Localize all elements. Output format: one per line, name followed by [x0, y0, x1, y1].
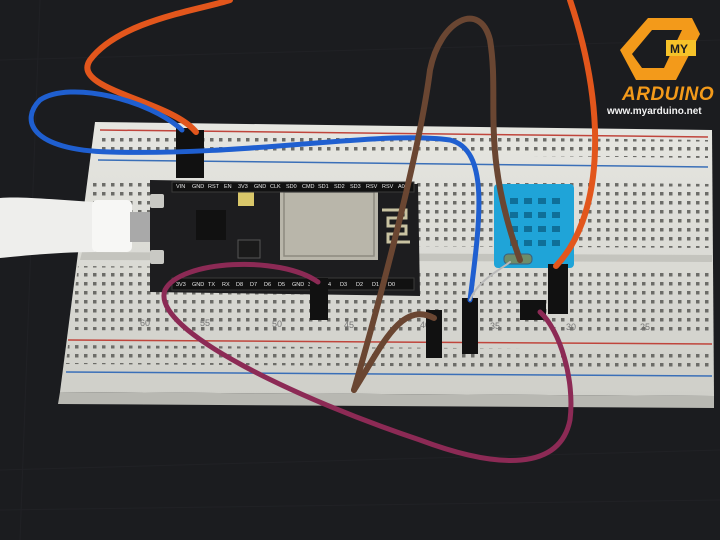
- pin-label: GND: [292, 282, 304, 288]
- flash-button: [150, 194, 164, 208]
- pin-label: RX: [222, 282, 230, 288]
- pin-label: TX: [208, 282, 215, 288]
- pin-label: A0: [398, 184, 405, 190]
- logo-badge-text: MY: [670, 42, 688, 56]
- col-num: 45: [344, 320, 354, 330]
- pin-label: GND: [254, 184, 266, 190]
- pin-label: SD1: [318, 184, 329, 190]
- pin-label: CMD: [302, 184, 315, 190]
- jumper-headers: [176, 128, 568, 358]
- pin-label: SD3: [350, 184, 361, 190]
- pin-label: RSV: [366, 184, 378, 190]
- wire-brown: [351, 15, 523, 393]
- pin-label: D0: [388, 282, 395, 288]
- logo-url: www.myarduino.net: [607, 106, 702, 117]
- led: [238, 192, 254, 206]
- jumper-head-blue-2: [462, 298, 478, 354]
- pin-label: 3V3: [176, 282, 186, 288]
- esp-shield: [280, 188, 378, 260]
- usb-plug: [92, 200, 132, 252]
- col-num: 40: [420, 320, 430, 330]
- logo-badge: [666, 40, 696, 56]
- col-num: 55: [200, 318, 210, 328]
- pin-label: 3V3: [238, 184, 248, 190]
- col-num: 25: [640, 322, 650, 332]
- top-pin-labels: VIN GND RST EN 3V3 GND CLK SD0 CMD SD1 S…: [176, 184, 405, 190]
- jumper-head-orange: [190, 130, 204, 178]
- wire-blue: [28, 89, 482, 303]
- pin-label: CLK: [270, 184, 281, 190]
- pin-label: SD0: [286, 184, 297, 190]
- top-power-rail-holes: [98, 133, 708, 158]
- jumper-head-magenta-2: [310, 278, 328, 320]
- pin-label: D8: [236, 282, 243, 288]
- myarduino-logo: MY: [620, 18, 700, 80]
- usb-cable-body: [0, 197, 95, 258]
- pin-label: SD2: [334, 184, 345, 190]
- breadboard-edge: [58, 392, 714, 408]
- logo-inner: [632, 30, 682, 68]
- pin-label: D7: [250, 282, 257, 288]
- jumper-head-magenta: [520, 300, 546, 320]
- wire-magenta: [161, 261, 574, 463]
- col-num: 35: [490, 321, 500, 331]
- wires: [28, 0, 599, 463]
- bottom-blue-line: [65, 371, 713, 377]
- wire-orange-2: [553, 0, 599, 269]
- reset-button: [150, 250, 164, 264]
- column-numbers: 60 55 50 45 40 35 30 25: [140, 318, 650, 332]
- nodemcu-board: VIN GND RST EN 3V3 GND CLK SD0 CMD SD1 S…: [150, 180, 420, 296]
- pin-label: RST: [208, 184, 220, 190]
- pin-label: RSV: [382, 184, 394, 190]
- top-header: [171, 181, 415, 193]
- pin-label: GND: [192, 184, 204, 190]
- bottom-red-line: [67, 339, 713, 345]
- pin-label: D5: [278, 282, 285, 288]
- col-num: 50: [272, 319, 282, 329]
- bottom-power-rail-holes: [66, 345, 712, 368]
- col-num: 60: [140, 318, 150, 328]
- pin-label: D1: [372, 282, 379, 288]
- pin-label: GND: [192, 282, 204, 288]
- pin-label: D6: [264, 282, 271, 288]
- pin-label: EN: [224, 184, 232, 190]
- logo-title: ARDUINO: [622, 84, 715, 105]
- jumper-head-orange-2: [548, 264, 568, 314]
- usb-serial-chip: [196, 210, 226, 240]
- pin-label: VIN: [176, 184, 185, 190]
- pin-label: D3: [340, 282, 347, 288]
- col-num: 30: [566, 322, 576, 332]
- regulator: [237, 239, 261, 259]
- jumper-head-brown: [426, 310, 442, 358]
- resistor-lead: [469, 261, 511, 301]
- pin-label: D2: [356, 282, 363, 288]
- wire-orange: [84, 0, 233, 135]
- usb-cable: [0, 197, 164, 258]
- wire-brown-2: [351, 311, 437, 393]
